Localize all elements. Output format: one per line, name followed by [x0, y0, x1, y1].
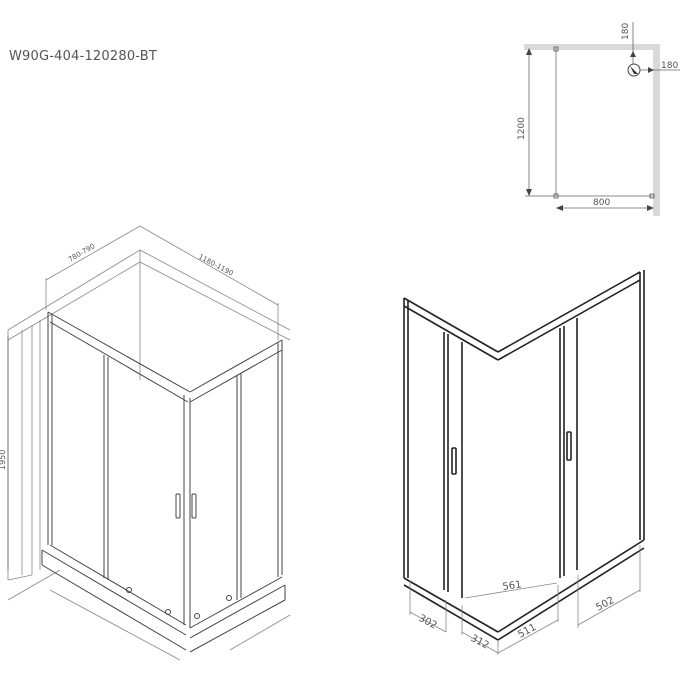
dim-511-label: 511: [516, 622, 538, 641]
model-title: W90G-404-120280-BT: [9, 49, 157, 64]
dim-302-label: 302: [417, 613, 439, 632]
width-label: 800: [593, 198, 610, 208]
offset-top-label: 180: [621, 23, 631, 40]
dim-312-label: 312: [469, 633, 491, 652]
iso-height-label: 1950: [0, 450, 7, 470]
depth-label: 1200: [517, 117, 527, 140]
offset-side-label: 180: [661, 61, 678, 71]
dim-502-label: 502: [594, 595, 616, 614]
dim-561-label: 561: [502, 579, 522, 593]
